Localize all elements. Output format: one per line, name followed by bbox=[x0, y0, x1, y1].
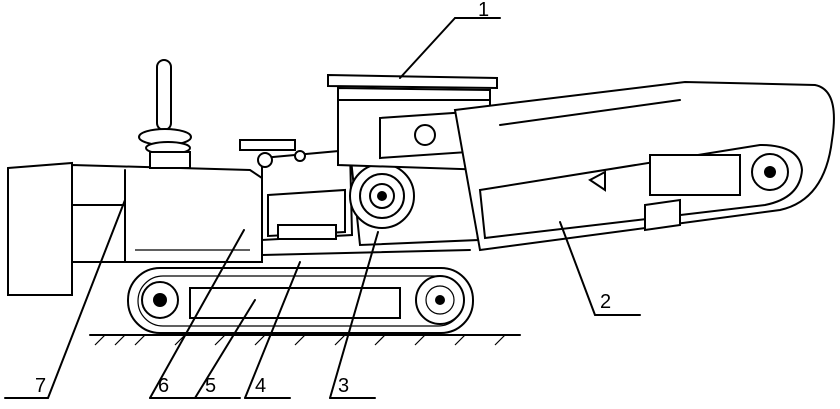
callout-4: 4 bbox=[255, 375, 266, 397]
crawler-track bbox=[127, 267, 474, 334]
callout-1: 1 bbox=[478, 0, 489, 21]
callout-3: 3 bbox=[338, 375, 349, 397]
callout-7: 7 bbox=[35, 375, 46, 397]
digging-boom bbox=[453, 80, 835, 252]
callout-5: 5 bbox=[205, 375, 216, 397]
callout-labels: 1 2 3 4 5 6 7 bbox=[35, 0, 611, 397]
callout-6: 6 bbox=[158, 375, 169, 397]
callout-2: 2 bbox=[600, 291, 611, 313]
ground bbox=[89, 334, 521, 346]
engine-block bbox=[7, 161, 263, 296]
leader-lines bbox=[4, 17, 641, 399]
exhaust-pipe bbox=[138, 59, 192, 169]
